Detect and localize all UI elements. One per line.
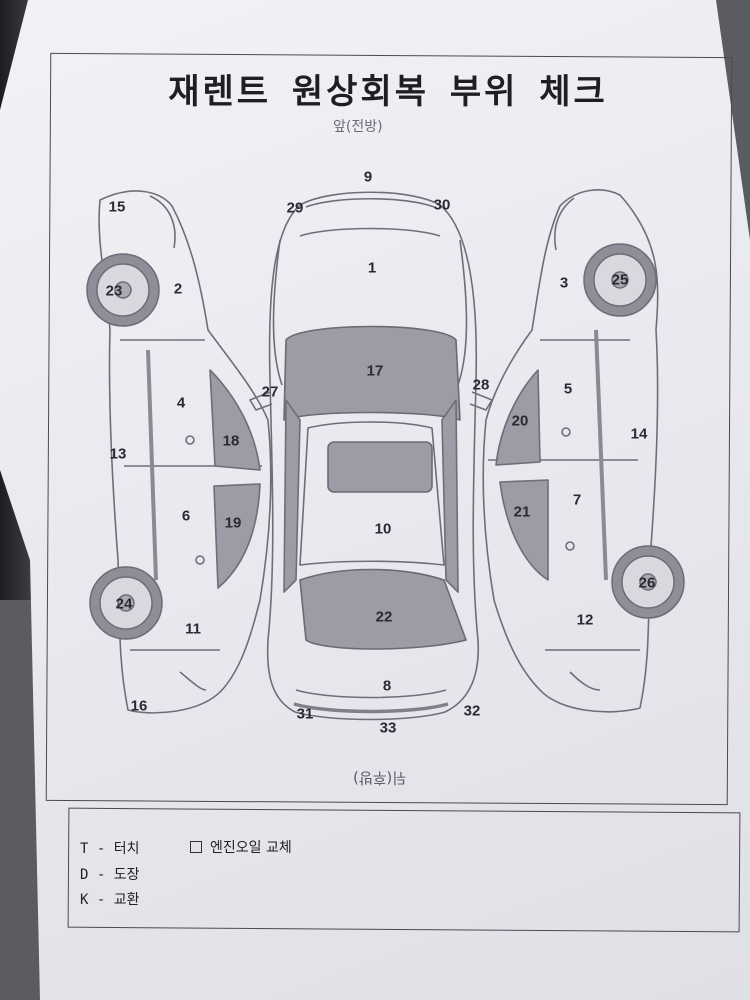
part-number-12[interactable]: 12 (576, 611, 594, 629)
wheel-front-left (86, 253, 160, 327)
oil-change-option[interactable]: 엔진오일 교체 (190, 837, 292, 857)
front-direction-label: 앞(전방) (333, 119, 383, 135)
part-number-1[interactable]: 1 (367, 259, 377, 277)
page-title: 재렌트 원상회복 부위 체크 (168, 72, 608, 112)
part-number-31[interactable]: 31 (296, 705, 314, 723)
wheels (86, 243, 685, 640)
part-number-22[interactable]: 22 (375, 608, 393, 626)
wheel-rear-left (89, 566, 163, 640)
part-number-23[interactable]: 23 (105, 282, 123, 300)
part-number-4[interactable]: 4 (176, 394, 186, 412)
part-number-10[interactable]: 10 (374, 520, 392, 538)
car-right-side-view (482, 189, 659, 713)
part-number-21[interactable]: 21 (513, 503, 531, 521)
part-number-15[interactable]: 15 (108, 198, 126, 216)
part-number-27[interactable]: 27 (261, 383, 279, 401)
part-number-29[interactable]: 29 (286, 199, 304, 217)
part-number-30[interactable]: 30 (433, 196, 451, 214)
car-top-view (249, 191, 493, 721)
part-number-16[interactable]: 16 (130, 697, 148, 715)
part-number-19[interactable]: 19 (224, 514, 242, 532)
wheel-rear-right (611, 545, 685, 619)
part-number-13[interactable]: 13 (109, 445, 127, 463)
oil-change-label: 엔진오일 교체 (210, 840, 292, 856)
legend-replace: K - 교환 (80, 892, 140, 908)
part-number-11[interactable]: 11 (185, 620, 201, 638)
part-number-18[interactable]: 18 (222, 432, 240, 450)
legend-paint: D - 도장 (80, 867, 140, 883)
part-number-9[interactable]: 9 (363, 168, 373, 186)
part-number-24[interactable]: 24 (115, 595, 133, 613)
part-number-14[interactable]: 14 (630, 425, 648, 443)
part-number-7[interactable]: 7 (572, 491, 582, 509)
oil-change-checkbox[interactable] (190, 841, 202, 853)
wheel-front-right (583, 243, 657, 317)
part-number-17[interactable]: 17 (366, 362, 384, 380)
part-number-8[interactable]: 8 (382, 677, 392, 695)
part-number-5[interactable]: 5 (563, 380, 573, 398)
part-number-3[interactable]: 3 (559, 274, 569, 292)
part-number-26[interactable]: 26 (638, 574, 656, 592)
legend-box (67, 807, 741, 933)
part-number-20[interactable]: 20 (511, 412, 529, 430)
part-number-33[interactable]: 33 (379, 719, 397, 737)
car-left-side-view (98, 190, 272, 714)
legend-touch: T - 터치 (80, 841, 140, 857)
part-number-28[interactable]: 28 (472, 376, 490, 394)
part-number-25[interactable]: 25 (611, 271, 629, 289)
part-number-32[interactable]: 32 (463, 702, 481, 720)
part-number-2[interactable]: 2 (173, 280, 183, 298)
part-number-6[interactable]: 6 (181, 507, 191, 525)
